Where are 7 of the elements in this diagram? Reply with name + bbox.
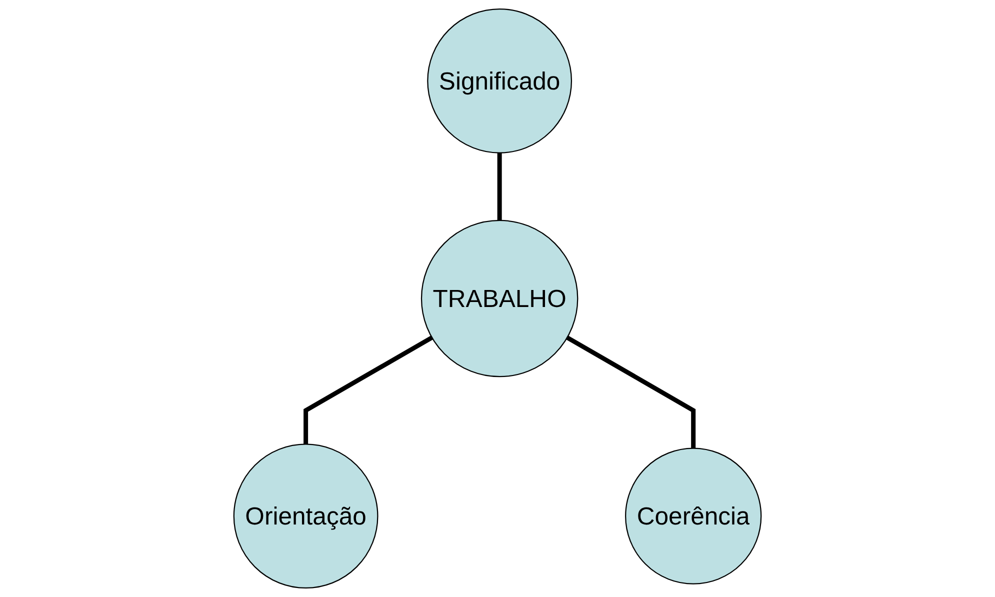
ellipse-node: Orientação — [233, 444, 378, 589]
connector-line — [566, 336, 696, 448]
ellipse-node: Coerência — [625, 448, 762, 584]
ellipse-node: TRABALHO — [420, 220, 578, 378]
connector-line — [304, 336, 434, 444]
connector-line — [497, 152, 502, 220]
ellipse-node: Significado — [427, 8, 572, 154]
